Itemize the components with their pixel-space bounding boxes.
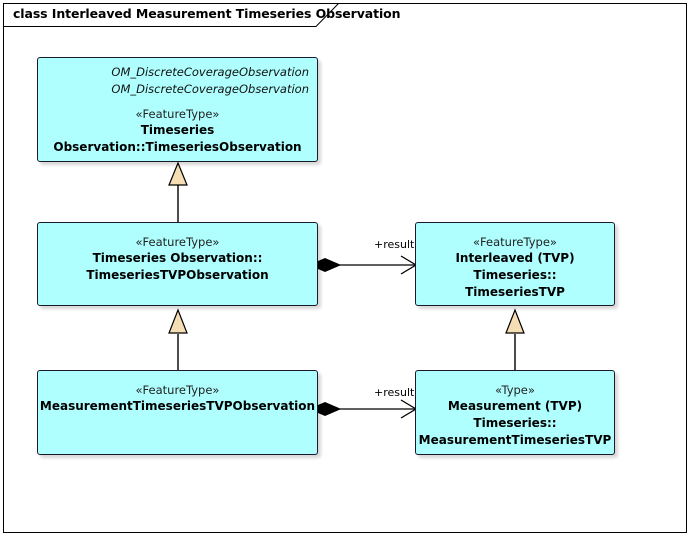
class-box-measurement-timeseries-tvp-observation[interactable]: «FeatureType» MeasurementTimeseriesTVPOb… — [37, 370, 318, 455]
association-role-label-result-upper: +result — [374, 238, 415, 251]
class-name-line-1: Measurement (TVP) Timeseries:: — [447, 399, 583, 430]
class-stereotype: «Type» — [495, 383, 535, 397]
class-name-line-1: MeasurementTimeseriesTVPObservation — [39, 399, 316, 413]
diagram-title-tab: class Interleaved Measurement Timeseries… — [3, 3, 401, 27]
association-role-label-result-lower: +result — [374, 386, 415, 399]
class-box-timeseries-tvp-observation[interactable]: «FeatureType» Timeseries Observation:: T… — [37, 222, 318, 306]
class-box-timeseries-observation[interactable]: OM_DiscreteCoverageObservation OM_Discre… — [37, 57, 318, 162]
class-name-line-1: Timeseries Observation:: — [92, 251, 263, 265]
class-header-block: «Type» Measurement (TVP) Timeseries:: Me… — [416, 382, 614, 449]
class-stereotype: «FeatureType» — [473, 235, 557, 249]
diagram-title-tab-shape — [3, 3, 339, 27]
class-header-block: «FeatureType» Timeseries Observation:: T… — [38, 234, 317, 284]
qualified-name-line-1: OM_DiscreteCoverageObservation — [111, 65, 309, 79]
class-stereotype: «FeatureType» — [135, 107, 220, 121]
qualified-name-line-2: OM_DiscreteCoverageObservation — [111, 82, 309, 96]
class-box-timeseries-tvp[interactable]: «FeatureType» Interleaved (TVP) Timeseri… — [415, 222, 615, 306]
class-name-line-2: TimeseriesTVPObservation — [86, 268, 269, 282]
class-name-line-1: Timeseries Observation::TimeseriesObserv… — [53, 123, 302, 154]
class-name-line-2: TimeseriesTVP — [465, 285, 565, 299]
class-name-line-1: Interleaved (TVP) Timeseries:: — [455, 251, 575, 282]
class-stereotype: «FeatureType» — [135, 383, 220, 397]
class-header-block: «FeatureType» Interleaved (TVP) Timeseri… — [416, 234, 614, 301]
class-box-measurement-timeseries-tvp[interactable]: «Type» Measurement (TVP) Timeseries:: Me… — [415, 370, 615, 455]
qualified-name-block: OM_DiscreteCoverageObservation OM_Discre… — [111, 64, 309, 98]
class-header-block: «FeatureType» Timeseries Observation::Ti… — [38, 106, 317, 156]
class-header-block: «FeatureType» MeasurementTimeseriesTVPOb… — [38, 382, 317, 415]
class-stereotype: «FeatureType» — [135, 235, 220, 249]
diagram-title-label: class Interleaved Measurement Timeseries… — [13, 6, 401, 21]
class-name-line-2: MeasurementTimeseriesTVP — [418, 433, 612, 447]
